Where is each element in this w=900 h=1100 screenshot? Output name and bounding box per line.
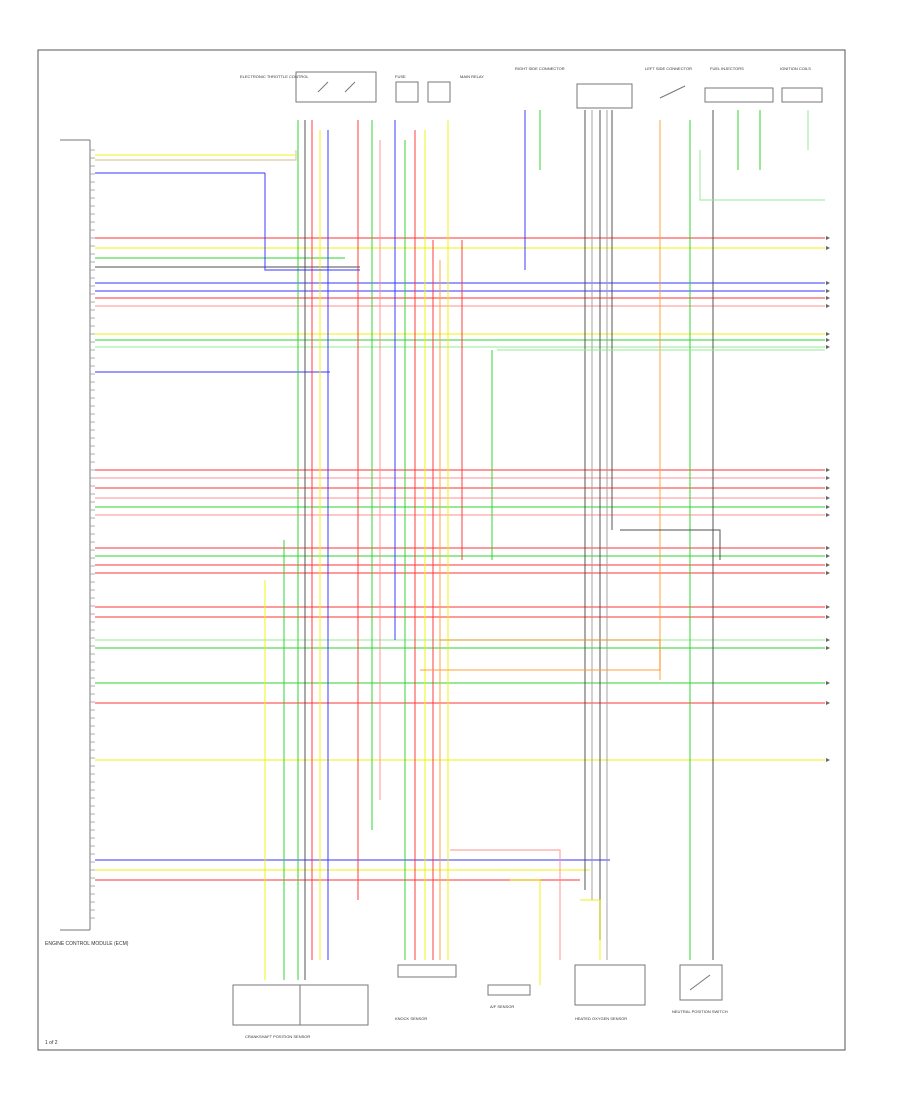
top-label-injectors: FUEL INJECTORS [710, 66, 744, 71]
af-sensor-connector [487, 984, 531, 996]
top-label-relay: MAIN RELAY [460, 74, 484, 79]
bottom-label-crank: CRANKSHAFT POSITION SENSOR [245, 1034, 310, 1039]
right-terminal [826, 758, 830, 762]
top-label-left-connector: LEFT SIDE CONNECTOR [645, 66, 692, 71]
coil-box [781, 87, 823, 103]
right-terminal [826, 246, 830, 250]
figure-number: 1 of 2 [45, 1040, 58, 1046]
ecm-label: ENGINE CONTROL MODULE (ECM) [45, 941, 129, 947]
wire-route-k [699, 150, 825, 201]
right-terminal [826, 296, 830, 300]
right-terminal [826, 646, 830, 650]
right-terminal [826, 281, 830, 285]
top-label-right-connector: RIGHT SIDE CONNECTOR [515, 66, 565, 71]
bottom-components [232, 964, 723, 1026]
right-terminal [826, 332, 830, 336]
right-terminal [826, 554, 830, 558]
top-components [295, 71, 823, 109]
top-label-throttle: ELECTRONIC THROTTLE CONTROL [240, 74, 309, 79]
wire-route-b [95, 150, 297, 161]
top-label-fuse: FUSE [395, 74, 406, 79]
o2-sensor-box [574, 964, 646, 1006]
right-terminal [826, 638, 830, 642]
right-terminal [826, 496, 830, 500]
wire-route-h [620, 529, 721, 560]
relay-box-1 [395, 81, 419, 103]
right-terminal [826, 345, 830, 349]
right-terminal [826, 486, 830, 490]
connector-right-side [576, 83, 633, 109]
ecm-module [60, 139, 91, 931]
right-terminal [826, 289, 830, 293]
ecm-pin-layer [90, 149, 95, 919]
right-terminal [826, 546, 830, 550]
right-terminal [826, 605, 830, 609]
right-terminal [826, 468, 830, 472]
wire-route-j [420, 639, 661, 671]
bottom-label-knock: KNOCK SENSOR [395, 1016, 427, 1021]
right-terminal [826, 505, 830, 509]
right-terminal [826, 476, 830, 480]
wire-route-f [450, 849, 561, 960]
right-terminal [826, 513, 830, 517]
right-terminal [826, 571, 830, 575]
right-terminal [826, 701, 830, 705]
right-terminal-layer [826, 236, 830, 762]
wire-layer [95, 110, 825, 985]
wire-route-e [580, 899, 601, 960]
throttle-switch-box [295, 71, 377, 103]
right-terminal [826, 563, 830, 567]
diagram-border [37, 49, 846, 1051]
bottom-label-af: A/F SENSOR [490, 1004, 514, 1009]
neutral-switch-box [679, 964, 723, 1001]
bottom-label-o2: HEATED OXYGEN SENSOR [575, 1016, 627, 1021]
wire-route-g [510, 879, 541, 985]
right-terminal [826, 681, 830, 685]
right-terminal [826, 236, 830, 240]
injector-box [704, 87, 774, 103]
bottom-label-neutral: NEUTRAL POSITION SWITCH [672, 1009, 728, 1014]
right-terminal [826, 304, 830, 308]
wire-route-a [264, 173, 360, 271]
top-label-coils: IGNITION COILS [780, 66, 811, 71]
right-terminal [826, 615, 830, 619]
knock-sensor-connector [397, 964, 457, 978]
relay-box-2 [427, 81, 451, 103]
right-terminal [826, 338, 830, 342]
